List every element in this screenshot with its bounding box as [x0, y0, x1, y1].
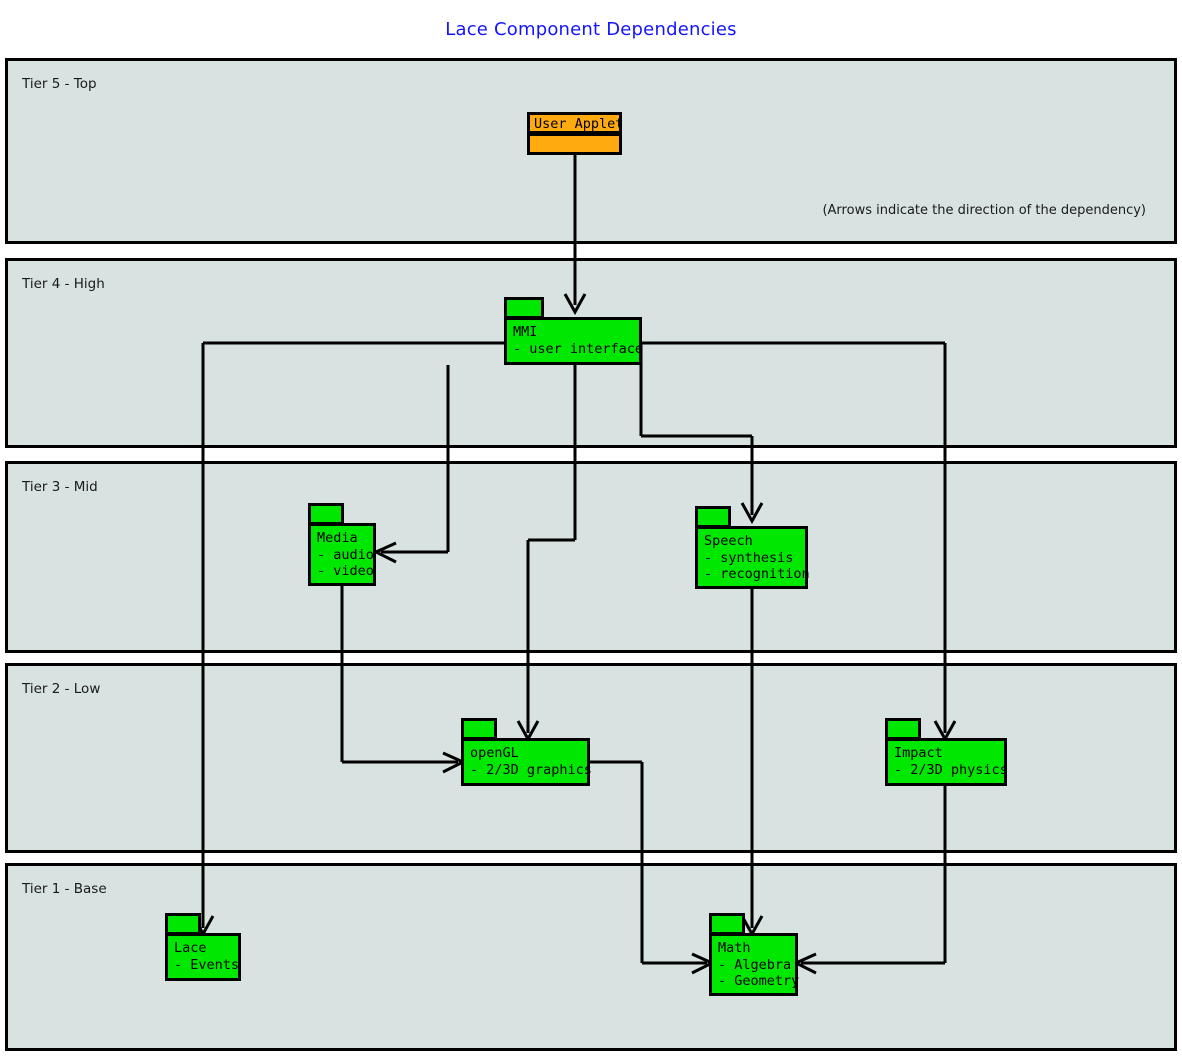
package-opengl-tab [461, 718, 497, 740]
package-user-applet-body [527, 133, 622, 155]
tier-band-mid: Tier 3 - Mid [5, 461, 1177, 653]
package-lace-tab [165, 913, 201, 935]
package-opengl-line-0: openGL [470, 745, 519, 761]
tier-label-low: Tier 2 - Low [22, 681, 101, 697]
package-lace-line-1: - Events [174, 956, 240, 973]
package-media[interactable]: Media - audio - video [308, 503, 376, 586]
package-mmi-body: MMI - user interface [504, 317, 644, 365]
package-speech-line-2: - recognition [704, 566, 810, 582]
package-math-line-2: - Geometry [718, 973, 800, 989]
package-media-line-0: Media [317, 530, 358, 546]
package-math-tab [709, 913, 745, 935]
package-speech-tab [695, 506, 731, 528]
arrow-direction-note: (Arrows indicate the direction of the de… [822, 203, 1146, 218]
package-lace[interactable]: Lace - Events [165, 913, 241, 981]
package-math-body: Math - Algebra - Geometry [709, 933, 800, 996]
package-user-applet[interactable]: User Applet [527, 112, 624, 155]
tier-label-base: Tier 1 - Base [22, 881, 107, 897]
package-lace-line-0: Lace [174, 940, 207, 956]
package-user-applet-line-0: User Applet [534, 116, 624, 132]
page-title: Lace Component Dependencies [445, 19, 737, 40]
package-math-line-1: - Algebra [718, 956, 792, 973]
package-speech[interactable]: Speech - synthesis - recognition [695, 506, 810, 589]
package-media-body: Media - audio - video [308, 523, 376, 586]
package-user-applet-label-strip: User Applet [527, 112, 624, 134]
tier-label-high: Tier 4 - High [22, 276, 105, 292]
package-impact-line-1: - 2/3D physics [894, 761, 1008, 778]
package-math[interactable]: Math - Algebra - Geometry [709, 913, 800, 996]
package-mmi-line-0: MMI [513, 324, 538, 340]
package-impact-line-0: Impact [894, 745, 943, 761]
package-speech-body: Speech - synthesis - recognition [695, 526, 810, 589]
package-opengl[interactable]: openGL - 2/3D graphics [461, 718, 592, 786]
package-opengl-line-1: - 2/3D graphics [470, 761, 592, 778]
package-media-line-1: - audio [317, 546, 374, 563]
package-speech-line-1: - synthesis [704, 549, 794, 566]
package-mmi[interactable]: MMI - user interface [504, 297, 644, 365]
package-mmi-line-1: - user interface [513, 340, 644, 357]
package-lace-body: Lace - Events [165, 933, 241, 981]
package-mmi-tab [504, 297, 544, 319]
package-media-tab [308, 503, 344, 525]
package-math-line-0: Math [718, 940, 751, 956]
package-opengl-body: openGL - 2/3D graphics [461, 738, 592, 786]
package-impact[interactable]: Impact - 2/3D physics [885, 718, 1008, 786]
tier-label-top: Tier 5 - Top [22, 76, 97, 92]
package-speech-line-0: Speech [704, 533, 753, 549]
package-impact-tab [885, 718, 921, 740]
package-impact-body: Impact - 2/3D physics [885, 738, 1008, 786]
package-media-line-2: - video [317, 563, 374, 579]
tier-label-mid: Tier 3 - Mid [22, 479, 98, 495]
